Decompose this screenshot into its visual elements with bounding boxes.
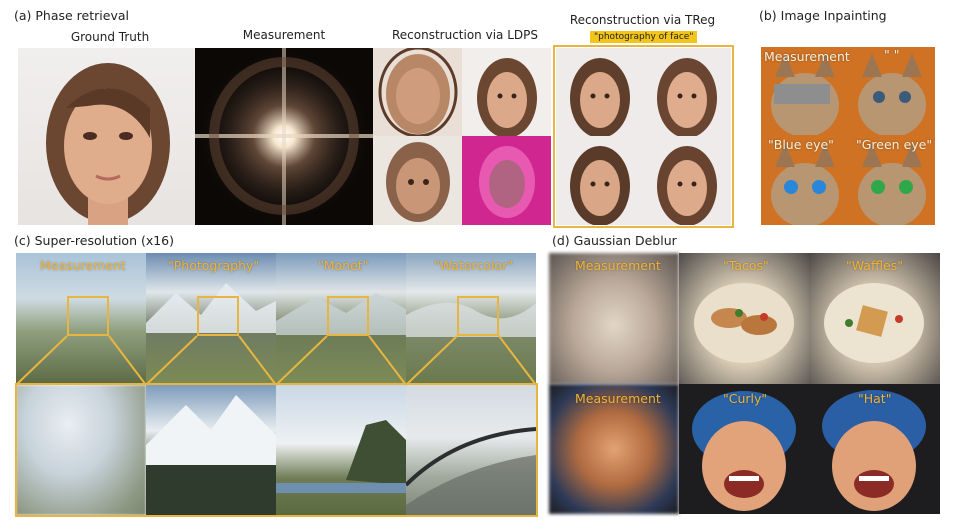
section-a-title: (a) Phase retrieval [14,8,129,23]
section-d-title: (d) Gaussian Deblur [552,233,677,248]
ldps-image-3 [373,136,462,225]
inpaint-measurement-caption: Measurement [764,49,850,64]
ldps-image-4 [462,136,551,225]
sr-zoom-box-3 [327,296,369,336]
sr-zoom-frame [15,383,538,517]
deblur-food-measurement-image [549,253,679,384]
treg-prompt-tag: "photography of face" [590,31,698,43]
deblur-tacos-image [679,253,809,384]
inpaint-empty-prompt-image [848,47,935,135]
section-b-title: (b) Image Inpainting [759,8,887,23]
sr-photography-caption: "Photography" [168,258,260,273]
inpaint-measurement-image [761,47,848,135]
deblur-food-measurement-caption: Measurement [575,258,661,273]
inpaint-blue-caption: "Blue eye" [768,137,834,152]
inpaint-blue-eye-image [761,135,848,225]
deblur-tacos-caption: "Tacos" [723,258,769,273]
deblur-waffles-caption: "Waffles" [846,258,904,273]
inpaint-green-eye-image [848,135,935,225]
sr-watercolor-caption: "Watercolor" [434,258,513,273]
deblur-hat-caption: "Hat" [858,391,892,406]
section-c-title: (c) Super-resolution (x16) [14,233,175,248]
phase-measurement-image [195,48,373,225]
ldps-image-2 [462,48,551,136]
sr-zoom-box-4 [457,296,499,336]
sr-measurement-caption: Measurement [40,258,126,273]
sr-monet-zoom [276,385,406,515]
treg-image-3 [556,136,643,225]
sr-watercolor-zoom [406,385,536,515]
sr-zoom-box-1 [67,296,109,336]
inpaint-green-caption: "Green eye" [856,137,933,152]
ground-truth-image [18,48,195,225]
ldps-image-1 [373,48,462,136]
ground-truth-title: Ground Truth [70,30,150,44]
deblur-child-measurement-caption: Measurement [575,391,661,406]
sr-measurement-zoom [16,385,146,515]
treg-image-1 [556,48,643,136]
treg-image-2 [643,48,731,136]
sr-zoom-box-2 [197,296,239,336]
treg-image-4 [643,136,731,225]
deblur-hat-image [809,384,940,514]
ldps-title: Reconstruction via LDPS [391,28,538,42]
sr-photography-zoom [146,385,276,515]
deblur-child-measurement-image [549,384,679,514]
treg-title: Reconstruction via TReg [569,13,716,27]
inpaint-empty-caption: " " [884,47,900,62]
measurement-title: Measurement [242,28,326,42]
treg-highlight-frame [553,45,734,228]
deblur-curly-caption: "Curly" [723,391,768,406]
sr-monet-caption: "Monet" [318,258,369,273]
deblur-curly-image [679,384,809,514]
deblur-waffles-image [809,253,940,384]
